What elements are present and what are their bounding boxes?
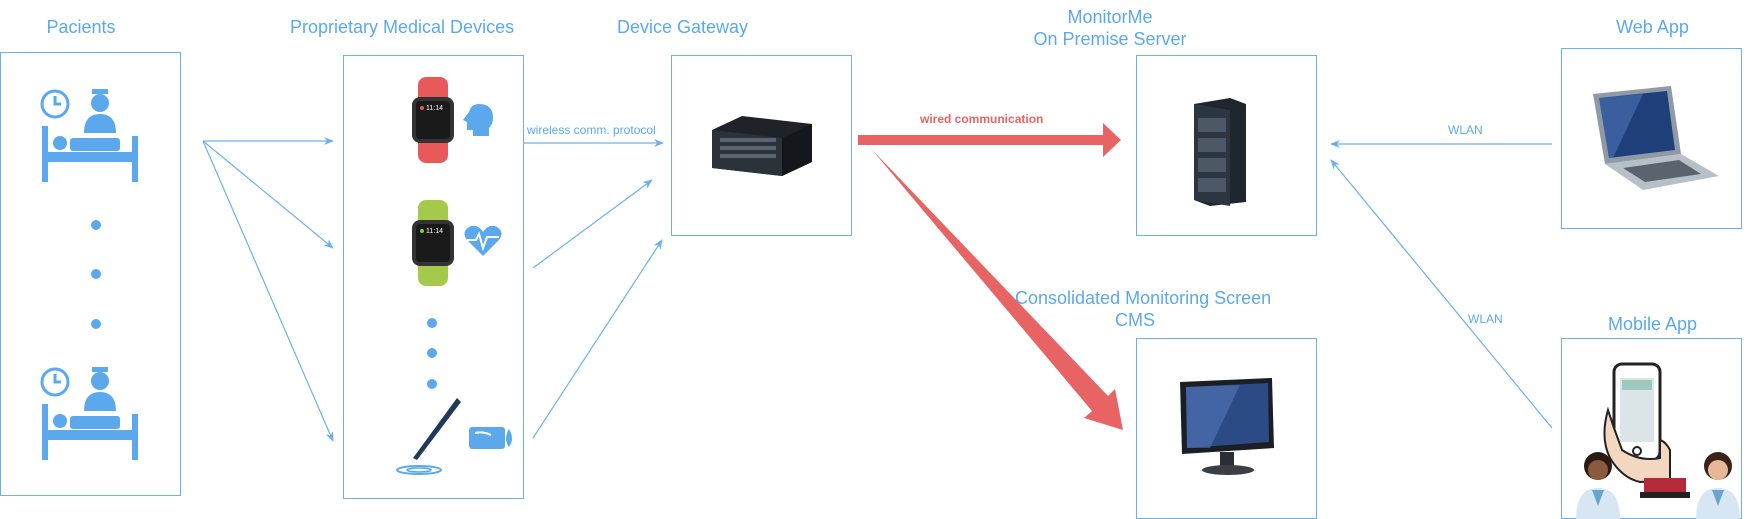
cms-title: Consolidated Monitoring Screen CMS <box>1015 287 1271 331</box>
cms-title-line1: Consolidated Monitoring Screen <box>1015 288 1272 308</box>
server-title: MonitorMe On Premise Server <box>1010 6 1210 50</box>
patient-dot <box>91 319 101 329</box>
smartwatch-icon: 11:14 <box>412 200 454 286</box>
server-title-line1: MonitorMe <box>1067 7 1153 27</box>
wlan-mobile-label: WLAN <box>1468 312 1503 326</box>
tower-server-icon <box>1194 98 1246 206</box>
wlan-web-label: WLAN <box>1448 123 1483 137</box>
gateway-title: Device Gateway <box>616 17 749 37</box>
patient-to-pen-arrow <box>202 140 334 442</box>
mobileapp-title: Mobile App <box>1607 314 1698 334</box>
phone-hand-icon <box>1603 362 1690 498</box>
pen-to-gateway-arrow <box>532 239 663 439</box>
laptop-icon <box>1593 86 1719 190</box>
patient-dot <box>91 269 101 279</box>
cms-title-line2: CMS <box>1115 310 1155 330</box>
nurse-icon <box>84 367 116 411</box>
nurse-icon <box>84 89 116 133</box>
device-dot <box>427 348 437 358</box>
clock-icon <box>40 367 70 397</box>
breathing-icon <box>463 104 493 136</box>
bed-icon <box>42 404 138 460</box>
heart-pulse-icon <box>464 225 502 256</box>
smartwatch-icon: 11:14 <box>412 77 454 163</box>
patient-dot <box>91 220 101 230</box>
clock-icon <box>40 89 70 119</box>
webapp-title: Web App <box>1616 17 1689 37</box>
wired-arrow-cms <box>858 135 1123 430</box>
watch-time: 11:14 <box>426 228 443 235</box>
patients-title: Pacients <box>46 17 116 37</box>
monitor-icon <box>1180 378 1274 475</box>
patient-to-heart-arrow <box>202 140 334 249</box>
server-title-line2: On Premise Server <box>1033 29 1187 49</box>
doctor-icon <box>1576 452 1620 519</box>
mobile-to-server-arrow <box>1330 159 1553 429</box>
bed-icon <box>42 126 138 182</box>
patient-group-bottom <box>40 367 138 460</box>
device-dot <box>427 379 437 389</box>
heart-to-gateway-arrow <box>532 179 653 269</box>
devices-title: Proprietary Medical Devices <box>290 17 515 37</box>
device-dot <box>427 318 437 328</box>
glucose-icon <box>469 427 512 449</box>
wired-arrow-server <box>858 123 1121 157</box>
pen-sensor-icon <box>396 398 461 475</box>
doctor-icon <box>1696 452 1740 519</box>
patient-group-top <box>40 89 138 182</box>
rack-server-icon <box>712 116 812 176</box>
wired-label: wired communication <box>920 112 1044 126</box>
wireless-label: wireless comm. protocol <box>527 123 656 137</box>
watch-time: 11:14 <box>426 105 443 112</box>
